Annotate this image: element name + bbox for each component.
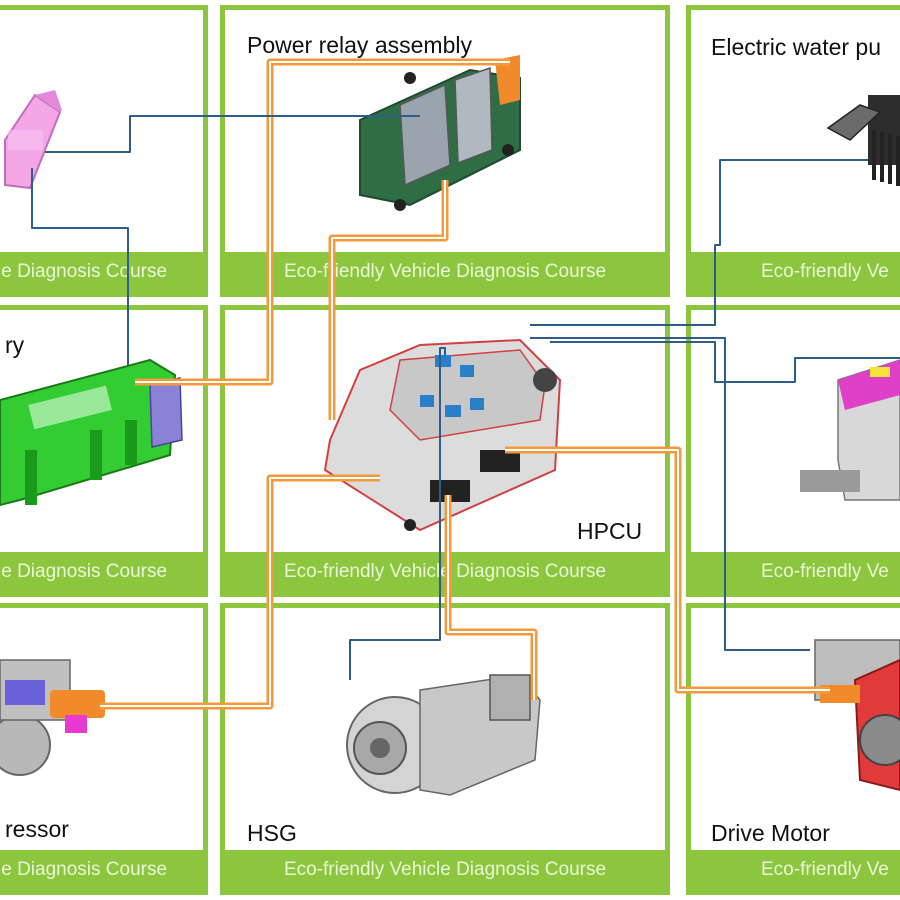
panel-compressor: ressor le Diagnosis Course xyxy=(0,603,208,895)
panel-footer: Eco-friendly Vehicle Diagnosis Course xyxy=(225,850,665,890)
panel-footer: le Diagnosis Course xyxy=(0,252,203,292)
hpcu-label: HPCU xyxy=(577,518,643,544)
panel-drive-motor: Drive Motor Eco-friendly Ve xyxy=(686,603,900,895)
panel-footer: Eco-friendly Ve xyxy=(691,252,900,292)
panel-footer: Eco-friendly Ve xyxy=(691,850,900,890)
panel-battery: ry le Diagnosis Course xyxy=(0,305,208,597)
panel-footer: Eco-friendly Vehicle Diagnosis Course xyxy=(225,252,665,292)
compressor-label: ressor xyxy=(5,816,69,842)
panel-hsg: HSG Eco-friendly Vehicle Diagnosis Cours… xyxy=(220,603,670,895)
panel-hpcu: HPCU Eco-friendly Vehicle Diagnosis Cour… xyxy=(220,305,670,597)
panel-right-middle: Eco-friendly Ve xyxy=(686,305,900,597)
hsg-label: HSG xyxy=(247,820,297,846)
panel-footer: le Diagnosis Course xyxy=(0,850,203,890)
battery-label: ry xyxy=(5,332,25,358)
panel-water-pump: Electric water pu Eco-friendly Ve xyxy=(686,5,900,297)
panel-power-relay: Power relay assembly Eco-friendly Vehicl… xyxy=(220,5,670,297)
panel-footer: Eco-friendly Ve xyxy=(691,552,900,592)
electric-water-pump-label: Electric water pu xyxy=(711,34,882,60)
panel-footer: le Diagnosis Course xyxy=(0,552,203,592)
power-relay-assembly-label: Power relay assembly xyxy=(247,32,472,58)
panel-top-left: le Diagnosis Course xyxy=(0,5,208,297)
drive-motor-label: Drive Motor xyxy=(711,820,830,846)
panel-footer: Eco-friendly Vehicle Diagnosis Course xyxy=(225,552,665,592)
